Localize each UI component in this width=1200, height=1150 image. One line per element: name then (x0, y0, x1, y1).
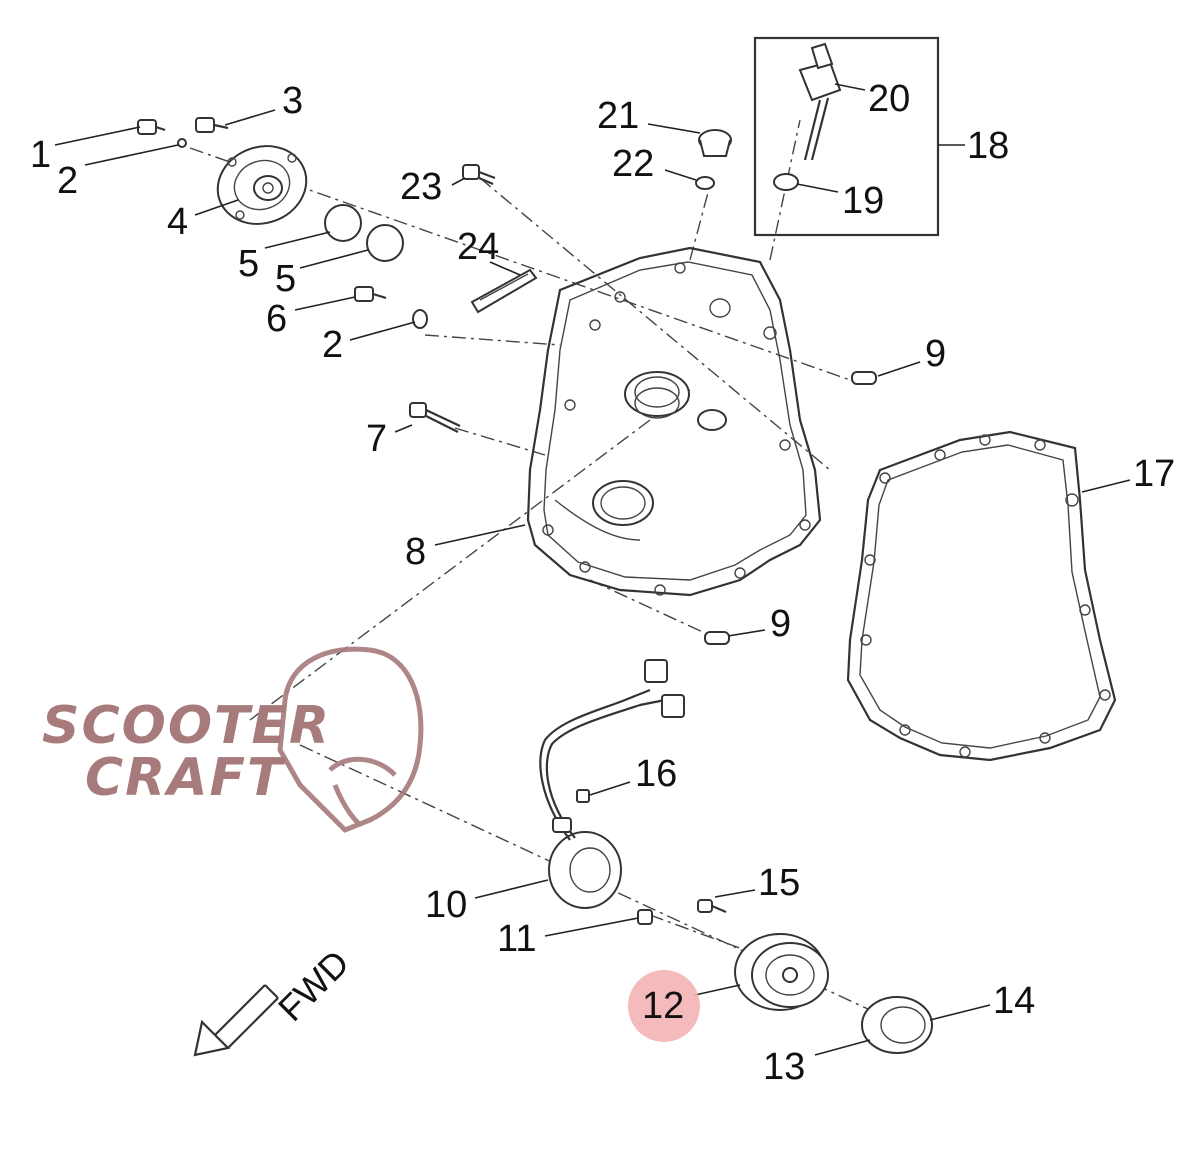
flywheel-part-12 (734, 933, 829, 1011)
callout-16: 16 (635, 753, 678, 795)
callout-20: 20 (868, 78, 911, 120)
bolt-part-23 (462, 164, 496, 186)
dipstick-part-20 (798, 42, 842, 161)
callout-6: 6 (266, 298, 288, 340)
callout-15: 15 (758, 862, 801, 904)
screw-part-16 (576, 789, 590, 803)
cap-plate-part-4 (216, 145, 308, 225)
callout-2b: 2 (322, 324, 344, 366)
gasket-part-17 (846, 430, 1117, 762)
callout-5b: 5 (275, 258, 297, 300)
callout-13: 13 (763, 1046, 806, 1088)
stator-part-10 (539, 659, 685, 909)
o-ring-part-19 (773, 173, 799, 191)
callout-21: 21 (597, 95, 640, 137)
callout-24: 24 (457, 226, 500, 268)
callout-23: 23 (400, 166, 443, 208)
oil-seal-part-14 (861, 996, 933, 1054)
callout-8: 8 (405, 531, 427, 573)
watermark-line-2: CRAFT (85, 748, 285, 808)
callout-22: 22 (612, 143, 655, 185)
dowel-pin-part-9b (704, 631, 730, 645)
o-ring-part-22 (695, 176, 715, 190)
callout-5a: 5 (238, 243, 260, 285)
callout-19: 19 (842, 180, 885, 222)
callout-17: 17 (1133, 453, 1176, 495)
fwd-arrow-icon (193, 984, 279, 1057)
washer-part-2b (412, 309, 428, 329)
bolt-part-15 (697, 899, 727, 914)
bolt-part-6 (354, 286, 387, 302)
bracket-part-24 (470, 268, 538, 314)
callout-2: 2 (57, 160, 79, 202)
kit-box-part-18 (753, 36, 940, 237)
callout-18: 18 (967, 125, 1010, 167)
dowel-pin-part-9a (851, 371, 877, 385)
watermark-helmet-logo (277, 646, 424, 833)
callout-9a: 9 (925, 333, 947, 375)
callout-9b: 9 (770, 603, 792, 645)
callout-11: 11 (497, 918, 537, 960)
bolt-part-3 (195, 117, 229, 133)
callout-14: 14 (993, 980, 1036, 1022)
callout-7: 7 (366, 418, 388, 460)
plug-part-21 (698, 129, 732, 157)
bolt-part-1 (137, 119, 166, 135)
watermark-line-1: SCOOTER (42, 696, 332, 756)
crankcase-cover-part-8 (526, 246, 822, 597)
callout-1: 1 (30, 134, 52, 176)
washer-part-2 (177, 138, 187, 148)
callout-12: 12 (642, 985, 685, 1027)
leader-lines (54, 83, 1131, 1056)
bolt-part-11 (637, 909, 653, 925)
o-ring-part-5b (366, 224, 404, 262)
callout-10: 10 (425, 884, 468, 926)
o-ring-part-5a (324, 204, 362, 242)
highlight-circle-part-12 (628, 970, 700, 1042)
callout-3: 3 (282, 80, 304, 122)
bolt-part-7 (409, 402, 461, 433)
callout-4: 4 (167, 201, 189, 243)
